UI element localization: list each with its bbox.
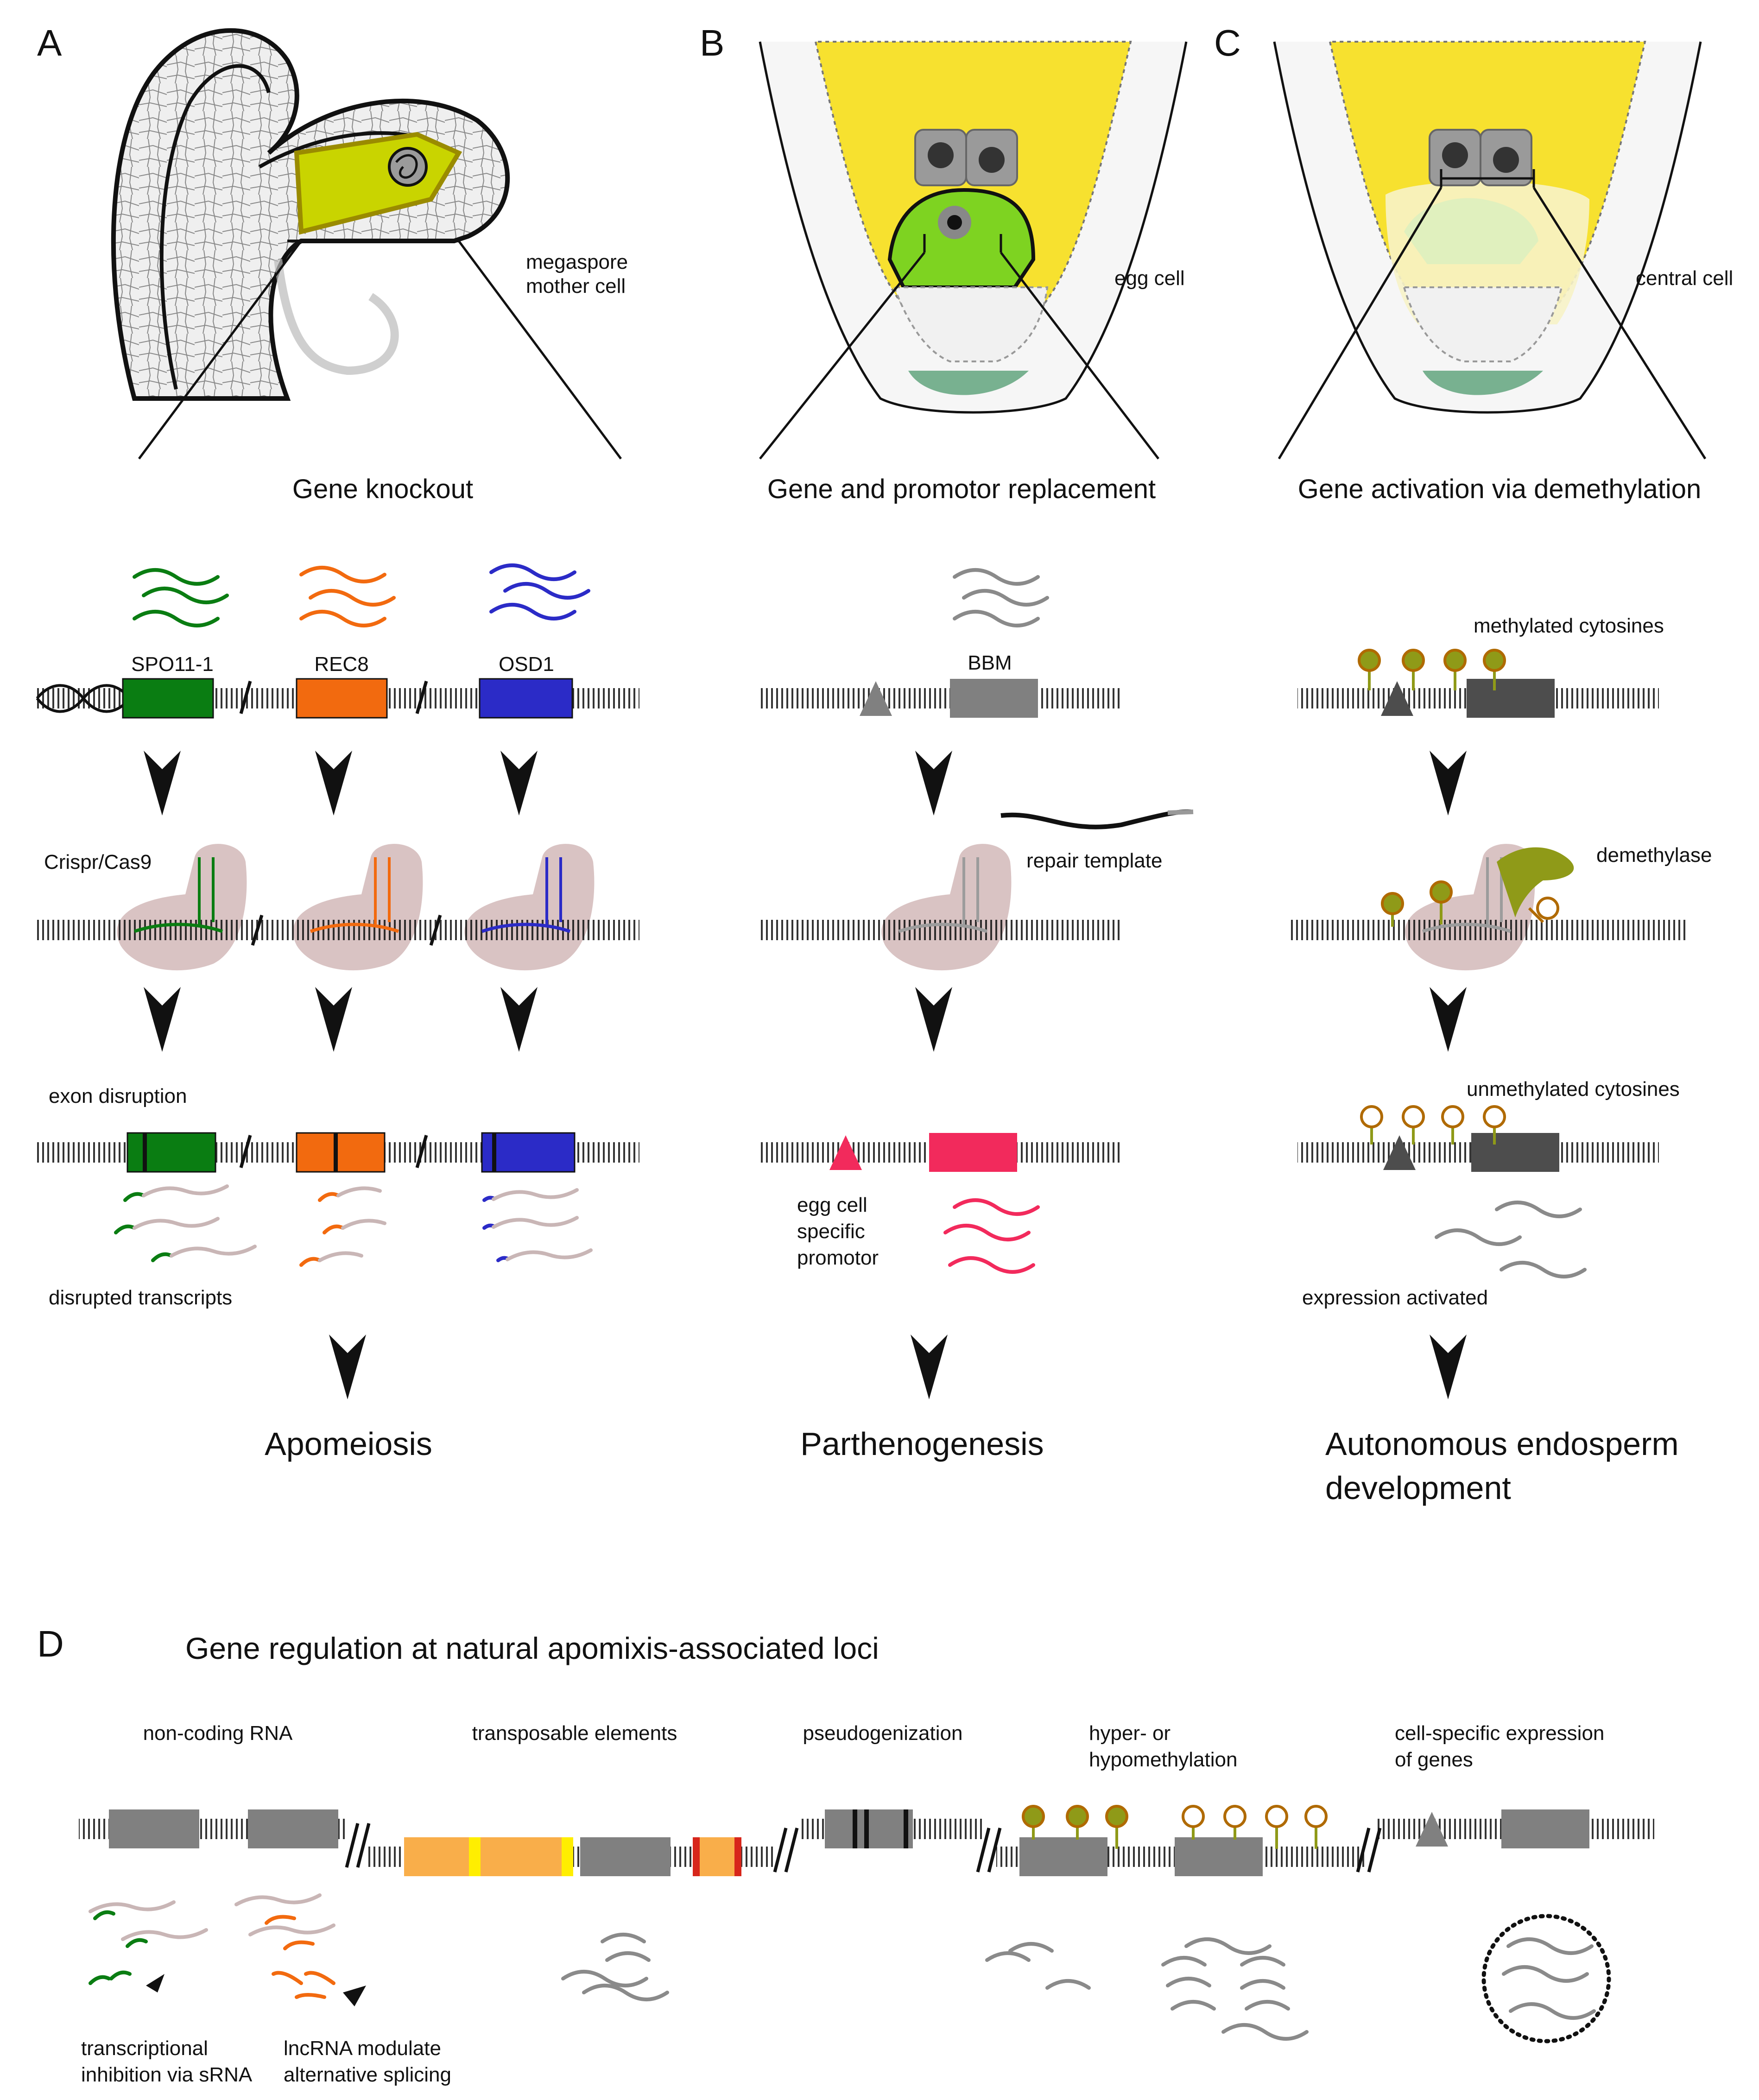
native-promoter bbox=[860, 681, 892, 716]
panel-b-title: Gene and promotor replacement bbox=[767, 474, 1156, 504]
gene-spo11 bbox=[122, 678, 214, 719]
egg-cell bbox=[887, 188, 1036, 289]
gene-rec8 bbox=[296, 678, 388, 719]
methyl-groups-empty bbox=[1360, 1105, 1506, 1145]
dna-row-a3 bbox=[37, 1132, 639, 1173]
gene-bbm-replaced bbox=[929, 1133, 1017, 1172]
panel-a-result: Apomeiosis bbox=[265, 1426, 432, 1462]
repair-template bbox=[1000, 809, 1191, 829]
unmethylated-label: unmethylated cytosines bbox=[1467, 1078, 1680, 1101]
panel-c-title: Gene activation via demethylation bbox=[1298, 474, 1702, 504]
crispr-label: Crispr/Cas9 bbox=[44, 851, 152, 873]
egg-cell-promoter bbox=[829, 1135, 862, 1170]
gene-label-bbm: BBM bbox=[968, 652, 1012, 674]
promoter-label-3: promotor bbox=[797, 1246, 879, 1269]
gene-label-spo11: SPO11-1 bbox=[131, 653, 214, 676]
mechanism-lncrna-2: alternative splicing bbox=[284, 2063, 451, 2086]
promoter-label-1: egg cell bbox=[797, 1194, 867, 1216]
panel-b-result: Parthenogenesis bbox=[800, 1426, 1044, 1462]
panel-c-mechanism: methylated cytosines demethylase bbox=[1288, 614, 1712, 1506]
mechanism-srna-2: inhibition via sRNA bbox=[81, 2063, 253, 2086]
mmc-nucleus bbox=[388, 147, 428, 187]
category-methylation-2: hypomethylation bbox=[1089, 1748, 1237, 1771]
expression-activated-label: expression activated bbox=[1302, 1286, 1488, 1309]
methyl-groups-filled bbox=[1358, 649, 1506, 690]
panel-letter-d: D bbox=[37, 1623, 64, 1664]
panel-a-mechanism: SPO11-1 REC8 OSD1 Crispr/Cas9 bbox=[36, 563, 639, 1462]
panel-c-result-1: Autonomous endosperm bbox=[1325, 1426, 1679, 1462]
category-te: transposable elements bbox=[472, 1722, 677, 1745]
dna-row-a1 bbox=[36, 678, 639, 719]
mechanism-lncrna-1: lncRNA modulate bbox=[284, 2037, 441, 2060]
zoom-line-left bbox=[138, 240, 303, 460]
panel-d-title: Gene regulation at natural apomixis-asso… bbox=[185, 1631, 879, 1665]
inset-label-mmc-2: mother cell bbox=[526, 275, 626, 297]
inset-label-central: central cell bbox=[1636, 267, 1733, 290]
demethylase-label: demethylase bbox=[1596, 844, 1712, 867]
methylated-label: methylated cytosines bbox=[1474, 614, 1664, 637]
category-ncrna: non-coding RNA bbox=[143, 1722, 293, 1745]
embryo-sac-central-illustration bbox=[1273, 41, 1707, 460]
inset-label-mmc-1: megaspore bbox=[526, 251, 628, 273]
exon-disruption-label: exon disruption bbox=[49, 1085, 187, 1107]
embryo-sac-egg-illustration bbox=[759, 41, 1188, 460]
cas9-complexes bbox=[37, 844, 639, 971]
gene-bbm bbox=[950, 679, 1038, 718]
gene-osd1 bbox=[479, 678, 573, 719]
panel-a-title: Gene knockout bbox=[292, 474, 473, 504]
category-methylation-1: hyper- or bbox=[1089, 1722, 1171, 1745]
gene-label-rec8: REC8 bbox=[314, 653, 368, 676]
cell-boundary-dotted bbox=[1481, 1914, 1611, 2043]
repair-template-label: repair template bbox=[1026, 849, 1162, 872]
category-cell-specific-1: cell-specific expression bbox=[1395, 1722, 1604, 1745]
zoom-line-right bbox=[457, 240, 622, 460]
disrupted-transcripts-label: disrupted transcripts bbox=[49, 1286, 232, 1309]
demethylase-enzyme bbox=[1497, 847, 1574, 917]
inset-label-egg: egg cell bbox=[1114, 267, 1185, 290]
panel-letter-b: B bbox=[700, 22, 724, 63]
panel-letter-c: C bbox=[1214, 22, 1241, 63]
category-cell-specific-2: of genes bbox=[1395, 1748, 1473, 1771]
promoter-label-2: specific bbox=[797, 1220, 865, 1243]
panel-c-result-2: development bbox=[1325, 1470, 1511, 1506]
panel-d-loci: non-coding RNA transposable elements pse… bbox=[79, 1722, 1654, 2086]
panel-b-mechanism: BBM repair template egg cell specific pr… bbox=[760, 568, 1194, 1462]
mechanism-srna-1: transcriptional bbox=[81, 2037, 208, 2060]
gene-label-osd1: OSD1 bbox=[499, 653, 554, 676]
ovule-illustration bbox=[111, 28, 622, 460]
category-pseudogenization: pseudogenization bbox=[803, 1722, 963, 1745]
panel-letter-a: A bbox=[37, 22, 62, 63]
